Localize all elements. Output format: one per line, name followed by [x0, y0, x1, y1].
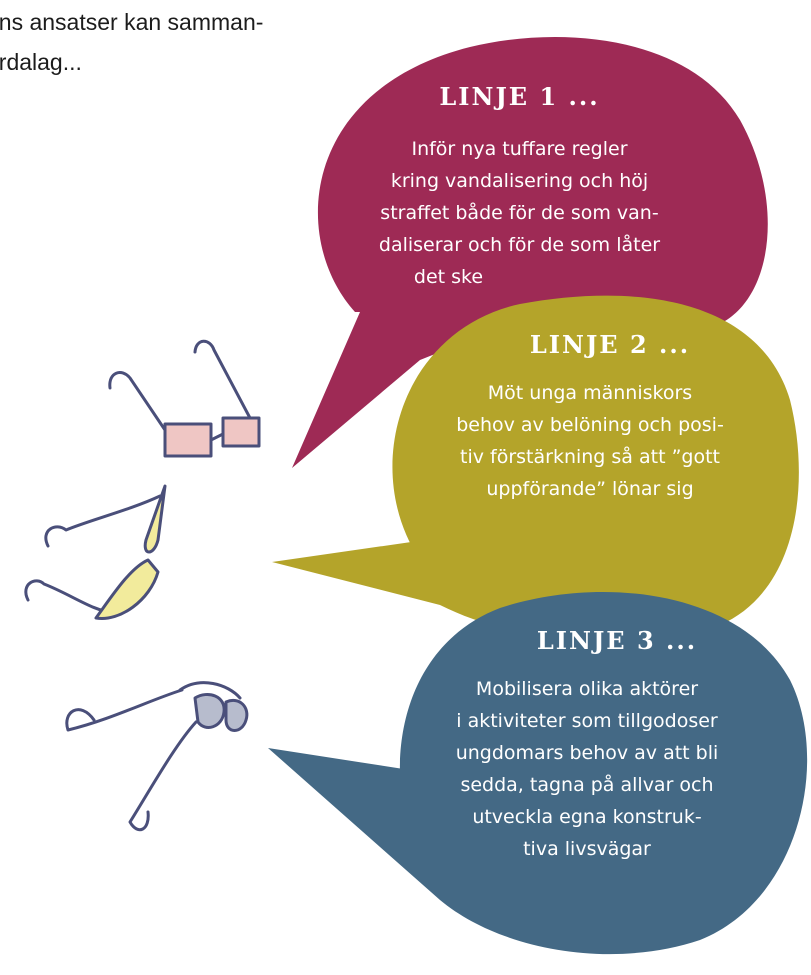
speech-bubble-2 — [272, 295, 799, 643]
bubble-1-line: kring vandalisering och höj — [390, 170, 649, 192]
bubble-3-line: i aktiviteter som tillgodoser — [456, 710, 718, 732]
bubble-3-line: tiva livsvägar — [523, 838, 651, 860]
bubble-2-heading: LINJE 2 ... — [529, 330, 691, 359]
bubble-2-line: behov av belöning och posi- — [456, 414, 724, 436]
bubble-2-line: uppförande” lönar sig — [486, 478, 694, 500]
bubble-3-line: sedda, tagna på allvar och — [460, 774, 714, 796]
bubble-2-line: tiv förstärkning så att ”gott — [460, 446, 720, 468]
speech-bubble-1 — [292, 36, 768, 468]
bubble-2-line: Möt unga människors — [487, 382, 693, 404]
speech-bubble-3 — [268, 591, 808, 955]
bubble-3-line: ungdomars behov av att bli — [455, 742, 719, 764]
glasses-yellow-icon — [24, 484, 167, 620]
bubble-3-text: LINJE 3 ... Mobilisera olika aktörer i a… — [402, 626, 772, 865]
bubble-3-heading: LINJE 3 ... — [536, 626, 698, 655]
bubble-1-text: LINJE 1 ... Inför nya tuffare regler kri… — [332, 82, 707, 293]
glasses-blue-icon — [65, 681, 249, 832]
bubble-1-line: straffet både för de som van- — [380, 202, 659, 224]
bubble-1-line: det ske — [413, 266, 484, 288]
bubble-3-line: Mobilisera olika aktörer — [475, 678, 699, 700]
intro-line-1: ens ansatser kan samman- — [0, 9, 264, 35]
bubble-1-line: daliserar och för de som låter — [378, 234, 661, 256]
bubble-2-text: LINJE 2 ... Möt unga människors behov av… — [400, 330, 780, 505]
bubble-1-line: Inför nya tuffare regler — [411, 138, 628, 160]
glasses-pink-icon — [108, 339, 261, 458]
intro-text: ens ansatser kan samman- ordalag... — [0, 2, 346, 82]
bubble-1-heading: LINJE 1 ... — [439, 82, 600, 111]
intro-line-2: ordalag... — [0, 49, 82, 75]
bubble-3-line: utveckla egna konstruk- — [472, 806, 702, 828]
